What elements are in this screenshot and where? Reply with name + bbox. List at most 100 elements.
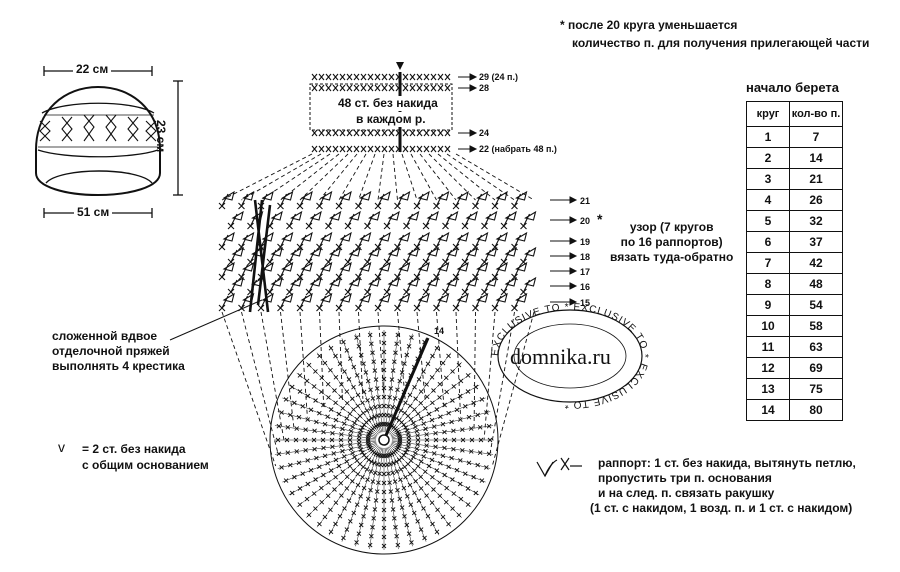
circle-stitch-mark — [430, 400, 435, 406]
pattern-shell-mark — [494, 231, 508, 248]
band-stitch-mark — [381, 84, 388, 92]
circle-stitch-mark — [322, 421, 328, 427]
circle-stitch-mark — [475, 462, 481, 468]
circle-stitch-mark — [457, 393, 463, 399]
pattern-row-19: 19 — [580, 237, 591, 247]
circle-stitch-mark — [422, 535, 427, 541]
circle-stitch-mark — [381, 376, 387, 382]
table-cell-round: 10 — [746, 315, 790, 337]
pattern-shell-mark — [425, 210, 439, 227]
circle-stitch-mark — [332, 388, 337, 393]
band-stitch-mark — [423, 129, 430, 137]
pattern-shell-mark — [358, 231, 372, 248]
circle-stitch-mark — [358, 381, 363, 386]
circle-stitch-mark — [312, 428, 317, 434]
circle-stitch-mark — [375, 461, 380, 467]
circle-stitch-mark — [341, 535, 346, 541]
pattern-shell-mark — [308, 210, 322, 227]
circle-stitch-mark — [390, 368, 396, 373]
pattern-cross-mark — [218, 202, 226, 210]
connector-line — [299, 153, 349, 201]
circle-stitch-mark — [365, 477, 370, 483]
circle-stitch-mark — [377, 471, 382, 477]
circle-stitch-mark — [442, 429, 447, 435]
pattern-shell-mark — [514, 261, 528, 278]
circle-stitch-mark — [333, 521, 338, 527]
band-stitch-mark — [367, 129, 374, 137]
circle-stitch-mark — [386, 403, 391, 409]
circle-stitch-mark — [433, 437, 439, 443]
band-stitch-mark — [311, 129, 318, 137]
pattern-cross-mark — [277, 243, 284, 251]
circle-stitch-mark — [365, 397, 370, 403]
band-stitch-mark — [311, 145, 318, 153]
circle-stitch-mark — [388, 386, 394, 391]
circle-stitch-mark — [422, 469, 428, 474]
circle-stitch-mark — [322, 360, 328, 366]
circle-stitch-mark — [451, 491, 457, 496]
circle-stitch-mark — [304, 496, 310, 502]
circle-stitch-mark — [418, 459, 424, 464]
band-stitch-mark — [437, 129, 444, 137]
circle-stitch-mark — [344, 459, 350, 464]
circle-stitch-mark — [381, 480, 387, 486]
pattern-cross-mark — [472, 304, 479, 312]
pattern-shell-mark — [308, 246, 322, 263]
pattern-shell-mark — [503, 210, 517, 227]
circle-stitch-mark — [351, 490, 356, 496]
pattern-shell-mark — [299, 261, 313, 278]
pattern-shell-mark — [416, 190, 430, 207]
circle-stitch-mark — [430, 474, 435, 480]
pattern-shell-mark — [503, 276, 517, 293]
circle-stitch-mark — [381, 489, 387, 495]
band-stitch-mark — [360, 145, 367, 153]
circle-stitch-mark — [389, 498, 395, 503]
circle-stitch-mark — [398, 477, 403, 483]
circle-stitch-mark — [433, 444, 438, 450]
circle-stitch-mark — [479, 478, 485, 483]
pattern-shell-mark — [436, 190, 450, 207]
pattern-shell-mark — [406, 210, 420, 227]
top-note-star: * — [560, 18, 565, 32]
band-stitch-mark — [381, 129, 388, 137]
rapport-line3: и на след. п. связать ракушку — [598, 486, 775, 500]
row-arrow-head — [569, 267, 578, 275]
table-cell-count: 80 — [789, 399, 843, 421]
circle-stitch-mark — [319, 389, 324, 395]
circle-stitch-mark — [437, 395, 442, 400]
circle-stitch-mark — [406, 343, 412, 349]
circle-stitch-mark — [413, 424, 418, 430]
connector-line — [377, 153, 385, 201]
circle-stitch-mark — [346, 377, 352, 382]
top-note-line1: после 20 круга уменьшается — [568, 18, 738, 32]
circle-stitch-mark — [348, 446, 354, 452]
circle-stitch-mark — [381, 340, 387, 346]
circle-stitch-mark — [305, 458, 311, 463]
pattern-shell-mark — [455, 231, 469, 248]
circle-stitch-mark — [363, 370, 369, 375]
pattern-desc-line3: вязать туда-обратно — [610, 250, 734, 264]
circle-stitch-mark — [368, 387, 373, 393]
circle-stitch-mark — [430, 353, 435, 359]
circle-stitch-mark — [465, 389, 471, 394]
watermark-site: domnika.ru — [510, 344, 611, 369]
pattern-cross-mark — [325, 222, 332, 230]
circle-stitch-mark — [333, 375, 339, 380]
circle-stitch-mark — [451, 446, 456, 452]
circle-stitch-mark — [374, 386, 380, 391]
circle-stitch-mark — [377, 403, 382, 409]
table-title: начало берета — [746, 80, 840, 95]
circle-stitch-mark — [339, 493, 344, 498]
circle-stitch-mark — [302, 437, 308, 443]
circle-stitch-mark — [422, 406, 428, 411]
band-stitch-mark — [444, 145, 451, 153]
circle-stitch-mark — [387, 480, 392, 485]
circle-stitch-mark — [440, 514, 446, 520]
pattern-cross-mark — [355, 202, 362, 210]
pattern-cross-mark — [413, 273, 421, 281]
pattern-row-20: 20 — [580, 216, 591, 226]
pattern-shell-mark — [377, 190, 391, 207]
